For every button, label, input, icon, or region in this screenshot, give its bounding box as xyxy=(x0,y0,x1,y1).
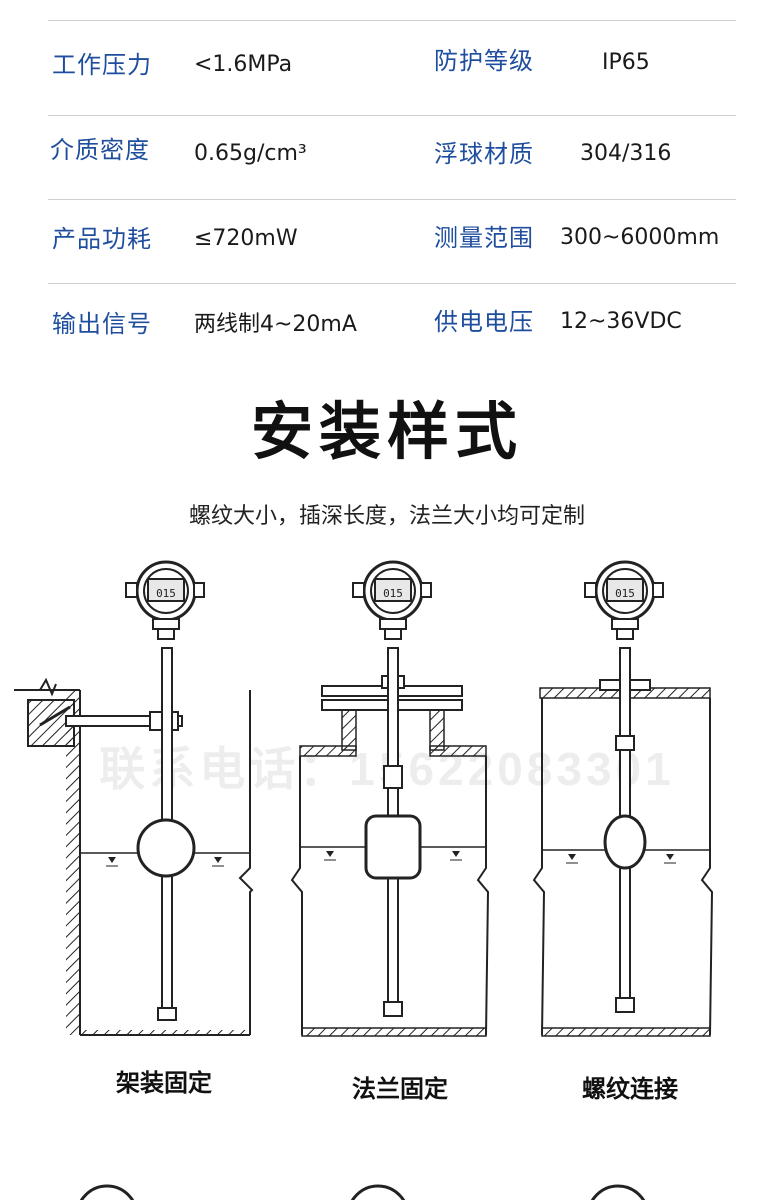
row-divider xyxy=(48,283,736,284)
section-title: 安装样式 xyxy=(250,395,523,468)
spec-value-medium-density: 0.65g/cm³ xyxy=(194,141,307,166)
spec-value-measuring-range: 300~6000mm xyxy=(560,225,720,250)
row-divider xyxy=(48,115,736,116)
caption-threaded-connection: 螺纹连接 xyxy=(582,1074,678,1103)
spec-label-working-pressure: 工作压力 xyxy=(52,51,152,79)
spec-label-measuring-range: 测量范围 xyxy=(434,224,534,252)
spec-label-supply-voltage: 供电电压 xyxy=(434,308,534,336)
spec-value-power-consumption: ≤720mW xyxy=(194,226,298,251)
caption-flange-mount: 法兰固定 xyxy=(352,1074,448,1103)
caption-bracket-mount: 架装固定 xyxy=(116,1068,212,1097)
section-subtitle: 螺纹大小，插深长度，法兰大小均可定制 xyxy=(188,504,585,529)
installation-diagram-svg: 联系电话：15622083301 015 xyxy=(14,560,714,1200)
row-divider xyxy=(48,199,736,200)
spec-value-float-material: 304/316 xyxy=(580,141,672,166)
spec-value-working-pressure: <1.6MPa xyxy=(194,52,293,77)
spec-label-medium-density: 介质密度 xyxy=(50,136,150,164)
diagram-flange-mount: 015 xyxy=(290,560,490,1037)
diagram-threaded-connection: 015 xyxy=(532,560,714,1037)
row-divider xyxy=(48,20,736,21)
spec-label-output-signal: 输出信号 xyxy=(52,310,152,338)
spec-value-supply-voltage: 12~36VDC xyxy=(560,309,682,334)
spec-label-float-material: 浮球材质 xyxy=(434,140,534,168)
display-readout: 015 xyxy=(615,587,635,600)
next-row-gauge-heads xyxy=(79,1184,646,1200)
diagram-bracket-mount: 015 xyxy=(14,560,254,1036)
spec-value-output-signal: 两线制4~20mA xyxy=(194,312,357,337)
spec-label-protection-grade: 防护等级 xyxy=(434,47,534,75)
display-readout: 015 xyxy=(383,587,403,600)
spec-value-protection-grade: IP65 xyxy=(602,50,650,75)
spec-label-power-consumption: 产品功耗 xyxy=(52,225,152,253)
display-readout: 015 xyxy=(156,587,176,600)
installation-diagrams: 联系电话：15622083301 015 xyxy=(0,550,774,1200)
